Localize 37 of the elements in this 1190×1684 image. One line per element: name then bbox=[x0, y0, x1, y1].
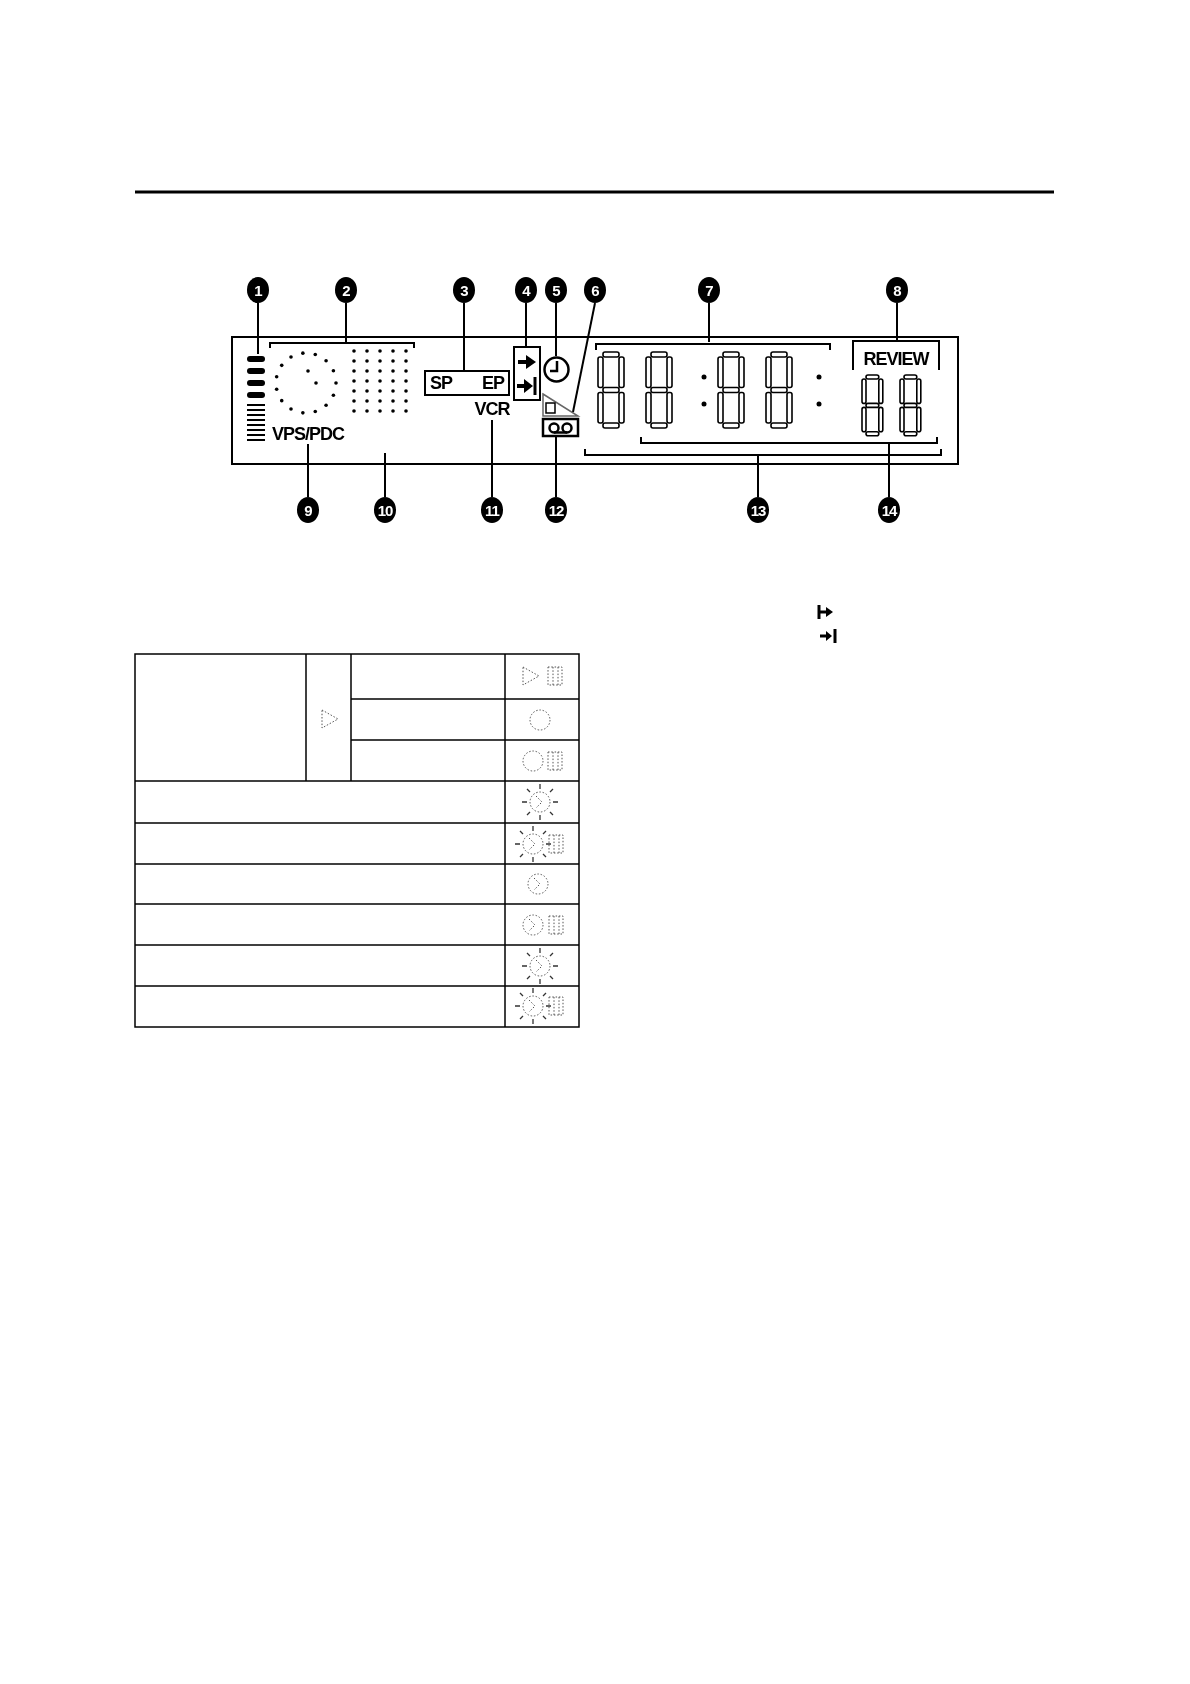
leader-line bbox=[555, 302, 557, 357]
callout-number: 13 bbox=[747, 497, 769, 523]
tape-speed-indicator: SP EP bbox=[424, 370, 510, 396]
callout-number: 5 bbox=[545, 277, 567, 303]
leader-line bbox=[888, 442, 890, 498]
callout-number: 12 bbox=[545, 497, 567, 523]
callout-number: 2 bbox=[335, 277, 357, 303]
callout-number: 6 bbox=[584, 277, 606, 303]
callout-number: 1 bbox=[247, 277, 269, 303]
callout-number: 14 bbox=[878, 497, 900, 523]
callout-number: 3 bbox=[453, 277, 475, 303]
callout-number: 4 bbox=[515, 277, 537, 303]
callout-number: 7 bbox=[698, 277, 720, 303]
level-meter-bars bbox=[245, 354, 267, 442]
leader-line bbox=[463, 302, 465, 371]
leader-line bbox=[896, 302, 898, 341]
leader-line bbox=[708, 302, 710, 343]
callout-number: 8 bbox=[886, 277, 908, 303]
lcd-text: VCR bbox=[468, 398, 516, 420]
timer-arrows-indicator bbox=[513, 346, 541, 401]
lcd-text: VPS/PDC bbox=[268, 424, 348, 444]
leader-line bbox=[757, 454, 759, 498]
clock-icon bbox=[543, 356, 570, 383]
callout-number: 10 bbox=[374, 497, 396, 523]
triangle-icon bbox=[542, 393, 579, 417]
callout-number: 9 bbox=[297, 497, 319, 523]
leader-line bbox=[525, 302, 527, 347]
leader-line bbox=[257, 302, 259, 355]
review-indicator: REVIEW bbox=[852, 340, 940, 370]
leader-line bbox=[572, 302, 596, 413]
leader-line bbox=[384, 452, 386, 498]
leader-line bbox=[345, 302, 347, 344]
callout-number: 11 bbox=[481, 497, 503, 523]
leader-line bbox=[555, 436, 557, 498]
leader-line bbox=[491, 419, 493, 498]
cassette-icon bbox=[542, 418, 579, 437]
leader-line bbox=[307, 443, 309, 498]
